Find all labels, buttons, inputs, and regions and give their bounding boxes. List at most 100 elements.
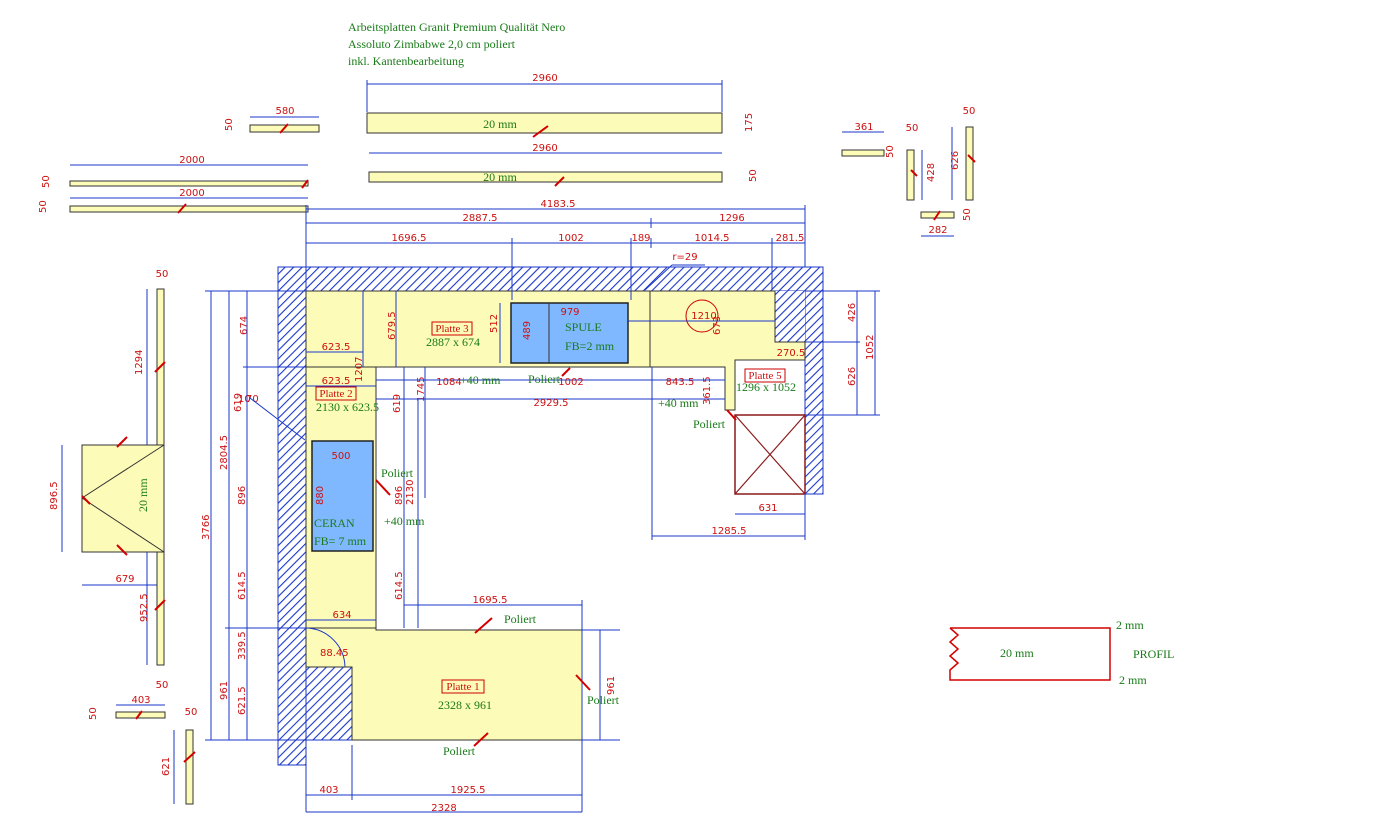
dim-500: 500 <box>331 451 350 462</box>
dim-189: 189 <box>631 233 650 244</box>
poliert-right: Poliert <box>693 417 726 431</box>
dim-339-5: 339.5 <box>237 631 248 660</box>
dim-1296: 1296 <box>719 213 744 224</box>
profile-thickness: 20 mm <box>1000 646 1034 660</box>
dim-631: 631 <box>758 503 777 514</box>
plus40-right: +40 mm <box>658 396 699 410</box>
dim-961-a: 961 <box>219 681 230 700</box>
dim-626: 626 <box>847 367 858 386</box>
profile-bottom-radius: 2 mm <box>1119 673 1147 687</box>
platte-1-label: Platte 1 2328 x 961 <box>438 679 492 712</box>
dim-2929-5: 2929.5 <box>534 398 569 409</box>
strip-2960-b-thickness: 20 mm <box>483 170 517 184</box>
dim-896-5: 896.5 <box>49 481 60 510</box>
dim-282-height: 50 <box>962 208 973 221</box>
dim-1207: 1207 <box>354 357 365 382</box>
panel-left-thickness: 20 mm <box>136 478 150 512</box>
dim-270-5: 270.5 <box>777 348 806 359</box>
dim-10: 10 <box>238 394 251 405</box>
dim-2000-a: 2000 <box>179 155 204 166</box>
appliance-box <box>734 414 806 495</box>
strip-580: 580 50 <box>224 106 320 134</box>
strip-2000-b: 2000 50 <box>38 188 309 214</box>
dim-175: 175 <box>744 113 755 132</box>
column-circle <box>685 299 719 333</box>
dim-634: 634 <box>332 610 351 621</box>
dim-621-5: 621.5 <box>237 686 248 715</box>
dim-679-5: 679.5 <box>387 311 398 340</box>
dim-619-a: 619 <box>233 393 244 412</box>
platte-5-size: 1296 x 1052 <box>736 380 796 394</box>
strip-2960-a-thickness: 20 mm <box>483 117 517 131</box>
left-dimensions: 3766 2804.5 961 896 614.5 339.5 621.5 89… <box>201 290 419 741</box>
dim-361-5: 361.5 <box>702 376 713 405</box>
strip-626: 50 626 <box>950 106 976 201</box>
dim-614-5-a: 614.5 <box>237 571 248 600</box>
platte-5-name: Platte 5 <box>748 370 782 382</box>
dim-896-b: 896 <box>394 486 405 505</box>
dim-1002: 1002 <box>558 233 583 244</box>
dim-489: 489 <box>522 321 533 340</box>
dim-2887-5: 2887.5 <box>463 213 498 224</box>
strip-2000-a: 2000 50 <box>41 155 309 189</box>
strip-2960-b: 2960 20 mm 50 <box>368 143 759 187</box>
dim-1745: 1745 <box>416 377 427 402</box>
platte-2-name: Platte 2 <box>319 388 352 400</box>
platte-2-label: Platte 2 2130 x 623.5 <box>315 386 379 414</box>
poliert-bottom-top: Poliert <box>504 612 537 626</box>
dim-2804-5: 2804.5 <box>219 435 230 470</box>
dim-896-a: 896 <box>237 486 248 505</box>
dim-1696-5: 1696.5 <box>392 233 427 244</box>
dim-r29: r=29 <box>672 252 697 263</box>
dim-580-height: 50 <box>224 118 235 131</box>
dim-2000-a-height: 50 <box>41 175 52 188</box>
platte-3-label: Platte 3 2887 x 674 <box>426 321 480 349</box>
hob-cutout: 500 880 CERAN FB= 7 mm <box>311 440 374 552</box>
dim-403-strip: 403 <box>131 695 150 706</box>
dim-614-5-b: 614.5 <box>394 571 405 600</box>
sink-cutout: 979 489 SPULE FB=2 mm <box>510 302 629 364</box>
dim-1294: 1294 <box>134 350 145 375</box>
dim-1084: 1084 <box>436 377 461 388</box>
dim-880: 880 <box>315 486 326 505</box>
dim-1210: 1210 <box>691 311 716 322</box>
dim-428-width: 50 <box>906 123 919 134</box>
platte-5-label: Platte 5 1296 x 1052 <box>736 368 796 394</box>
dim-1014-5: 1014.5 <box>695 233 730 244</box>
dim-580: 580 <box>275 106 294 117</box>
dim-961-b: 961 <box>606 676 617 695</box>
dim-674: 674 <box>239 316 250 335</box>
platte-3-name: Platte 3 <box>435 323 469 335</box>
dim-2960-b: 2960 <box>532 143 557 154</box>
bottom-dimensions: 634 1695.5 961 403 1925.5 2328 88.45 <box>305 595 620 814</box>
dim-2328: 2328 <box>431 803 456 814</box>
plus40-top: +40 mm <box>460 373 501 387</box>
dim-1052: 1052 <box>865 335 876 360</box>
strip-282: 282 50 <box>920 208 973 237</box>
dim-2000-b-height: 50 <box>38 200 49 213</box>
dim-673: 673 <box>712 316 723 335</box>
dim-1925-5: 1925.5 <box>451 785 486 796</box>
header-line-1: Arbeitsplatten Granit Premium Qualität N… <box>348 20 565 34</box>
dim-626-width: 50 <box>963 106 976 117</box>
poliert-left: Poliert <box>381 466 414 480</box>
dim-282: 282 <box>928 225 947 236</box>
dim-512: 512 <box>489 314 500 333</box>
dim-2960-b-height: 50 <box>748 169 759 182</box>
inner-dimensions-top: 674 679.5 512 1210 673 270.5 <box>239 291 805 367</box>
dim-3766: 3766 <box>201 515 212 540</box>
panel-left-side: 50 1294 20 mm 896.5 679 952.5 50 <box>49 269 168 691</box>
sink-label: SPULE <box>565 320 602 334</box>
dim-623-5-a: 623.5 <box>322 342 351 353</box>
header-line-2: Assoluto Zimbabwe 2,0 cm poliert <box>348 37 516 51</box>
dim-428: 428 <box>926 163 937 182</box>
dim-281-5: 281.5 <box>776 233 805 244</box>
dim-1695-5: 1695.5 <box>473 595 508 606</box>
dim-361: 361 <box>854 122 873 133</box>
poliert-bottom-right: Poliert <box>587 693 620 707</box>
appliance-dimensions: 631 1285.5 <box>651 367 806 540</box>
dim-2000-b: 2000 <box>179 188 204 199</box>
dim-88-45: 88.45 <box>320 648 349 659</box>
sink-fb: FB=2 mm <box>565 339 615 353</box>
